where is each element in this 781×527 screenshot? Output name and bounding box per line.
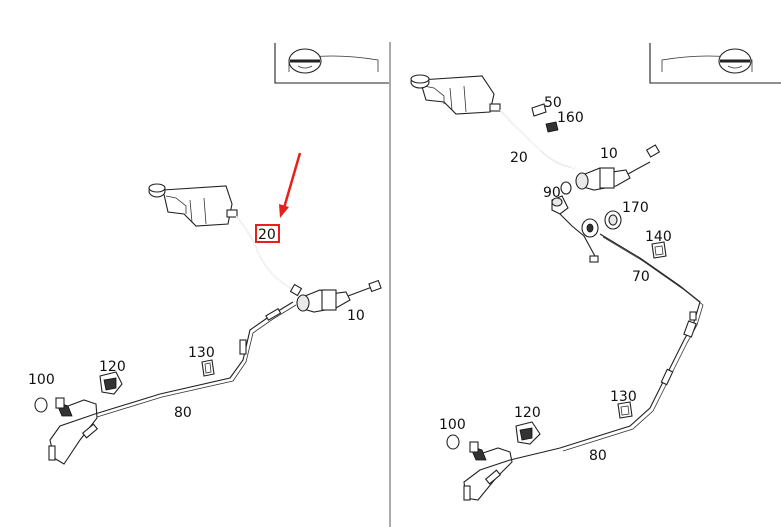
elbow-90: [551, 195, 569, 215]
clip-130: [201, 359, 215, 377]
callout-130: 130: [188, 345, 215, 361]
red-arrow-icon: [279, 152, 302, 218]
steering-wheel-icon: [649, 43, 781, 84]
callout-140: 140: [645, 229, 672, 245]
pressure-line-70-80: [463, 213, 701, 501]
callout-100: 100: [439, 417, 466, 433]
callout-160: 160: [557, 110, 584, 126]
bracket-120: [99, 371, 123, 395]
steering-wheel-icon: [274, 43, 389, 84]
clutch-master-cylinder: [296, 279, 382, 313]
fluid-reservoir: [148, 183, 238, 227]
callout-20: 20: [510, 150, 528, 166]
callout-170: 170: [622, 200, 649, 216]
pipe-fittings: [48, 308, 282, 461]
callout-120: 120: [514, 405, 541, 421]
clip-140: [651, 241, 667, 259]
callout-70: 70: [632, 269, 650, 285]
pipe-fittings: [463, 255, 697, 501]
callout-20: 20: [258, 227, 276, 243]
left-panel: 20 10 130 120 100 80: [28, 43, 389, 465]
callout-10: 10: [600, 146, 618, 162]
right-callouts: 50 160 20 10 90 170 140 70 130 120 100 8…: [439, 95, 672, 464]
left-callouts: 20 10 130 120 100 80: [28, 224, 365, 421]
callout-120: 120: [99, 359, 126, 375]
seal-100: [446, 434, 487, 461]
seal-100: [34, 397, 73, 417]
fluid-reservoir: [410, 74, 501, 115]
clutch-master-cylinder: [560, 144, 661, 195]
clip-50: [531, 103, 547, 117]
callout-100: 100: [28, 372, 55, 388]
callout-130: 130: [610, 389, 637, 405]
grommet-170: [581, 210, 622, 238]
pin-160: [545, 121, 559, 133]
callout-80: 80: [589, 448, 607, 464]
callout-10: 10: [347, 308, 365, 324]
right-panel: 50 160 20 10 90 170 140 70 130 120 100 8…: [410, 43, 781, 501]
callout-90: 90: [543, 185, 561, 201]
callout-50: 50: [544, 95, 562, 111]
highlight-box: [255, 224, 280, 243]
bracket-120: [515, 421, 541, 445]
callout-80: 80: [174, 405, 192, 421]
pressure-line-80: [49, 301, 294, 465]
clip-130: [617, 401, 633, 419]
